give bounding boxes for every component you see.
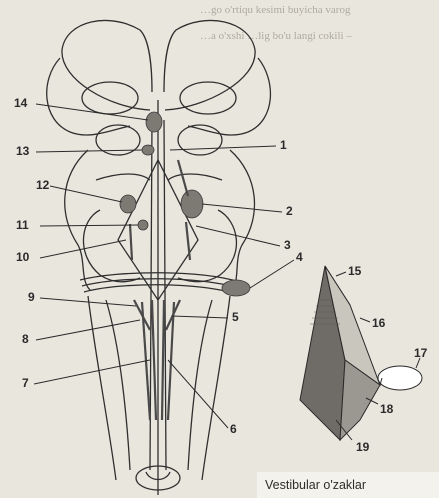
label-17: 17 xyxy=(414,346,427,360)
label-5: 5 xyxy=(232,310,239,324)
label-14: 14 xyxy=(14,96,27,110)
label-8: 8 xyxy=(22,332,29,346)
label-9: 9 xyxy=(28,290,35,304)
nucleus-14 xyxy=(146,112,162,132)
label-11: 11 xyxy=(16,218,29,232)
label-19: 19 xyxy=(356,440,369,454)
nucleus-12 xyxy=(120,195,136,213)
label-12: 12 xyxy=(36,178,49,192)
label-16: 16 xyxy=(372,316,385,330)
nucleus-2 xyxy=(181,190,203,218)
label-4: 4 xyxy=(296,250,303,264)
label-18: 18 xyxy=(380,402,393,416)
figure-caption: Vestibular o'zaklar xyxy=(257,472,439,498)
label-6: 6 xyxy=(230,422,237,436)
nucleus-13 xyxy=(142,145,154,155)
label-3: 3 xyxy=(284,238,291,252)
nucleus-11 xyxy=(138,220,148,230)
vestibular-pyramid xyxy=(300,266,422,440)
nucleus-4 xyxy=(222,280,250,296)
label-15: 15 xyxy=(348,264,361,278)
label-7: 7 xyxy=(22,376,29,390)
label-1: 1 xyxy=(280,138,287,152)
label-10: 10 xyxy=(16,250,29,264)
label-13: 13 xyxy=(16,144,29,158)
label-2: 2 xyxy=(286,204,293,218)
